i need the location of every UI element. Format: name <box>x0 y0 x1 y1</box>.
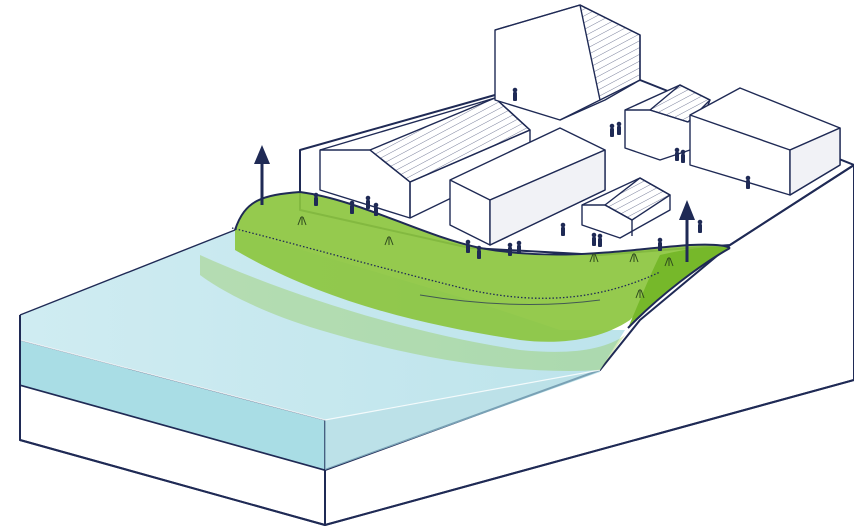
person-icon <box>591 232 597 246</box>
person-icon <box>313 192 319 206</box>
building-front-box <box>449 127 606 246</box>
water-surface <box>20 230 625 420</box>
water-surface-edge <box>19 229 236 316</box>
arrow-up-icon <box>679 200 695 262</box>
person-icon <box>560 222 566 236</box>
person-icon <box>616 121 622 135</box>
building-small-shed <box>581 177 671 239</box>
person-icon <box>373 202 379 216</box>
person-icon <box>512 87 518 101</box>
person-icon <box>349 200 355 214</box>
person-icon <box>507 242 513 256</box>
person-icon <box>516 240 522 254</box>
person-icon <box>680 149 686 163</box>
person-icon <box>609 123 615 137</box>
grass-dune-underwater <box>200 255 625 371</box>
block-outline <box>19 165 854 526</box>
person-icon <box>597 233 603 247</box>
person-icon <box>745 175 751 189</box>
person-icon <box>697 219 703 233</box>
people-group <box>313 87 751 259</box>
water-level-line <box>19 339 601 421</box>
grass-right-slope <box>628 246 730 328</box>
person-icon <box>674 147 680 161</box>
person-icon <box>465 239 471 253</box>
revetment-line-lower <box>419 294 601 306</box>
person-icon <box>476 245 482 259</box>
grass-dune <box>235 192 730 342</box>
building-right-box <box>689 87 841 196</box>
grass-tufts <box>297 216 674 299</box>
building-tall-back <box>494 4 641 121</box>
water-side-face <box>325 370 600 470</box>
person-icon <box>657 237 663 251</box>
person-icon <box>365 195 371 209</box>
dune-right-edge <box>627 247 731 329</box>
revetment-line-upper <box>231 227 661 299</box>
arrow-up-icon <box>254 145 270 205</box>
